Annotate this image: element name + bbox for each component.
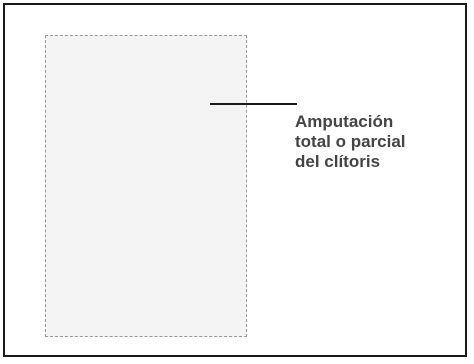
annotation-line-3: del clítoris — [295, 152, 465, 172]
annotation-label: Amputación total o parcial del clítoris — [295, 112, 465, 172]
leader-line — [210, 103, 297, 105]
annotation-line-1: Amputación — [295, 112, 465, 132]
annotation-line-2: total o parcial — [295, 132, 465, 152]
figure-frame: Amputación total o parcial del clítoris — [3, 3, 467, 357]
illustration-placeholder — [45, 35, 247, 337]
